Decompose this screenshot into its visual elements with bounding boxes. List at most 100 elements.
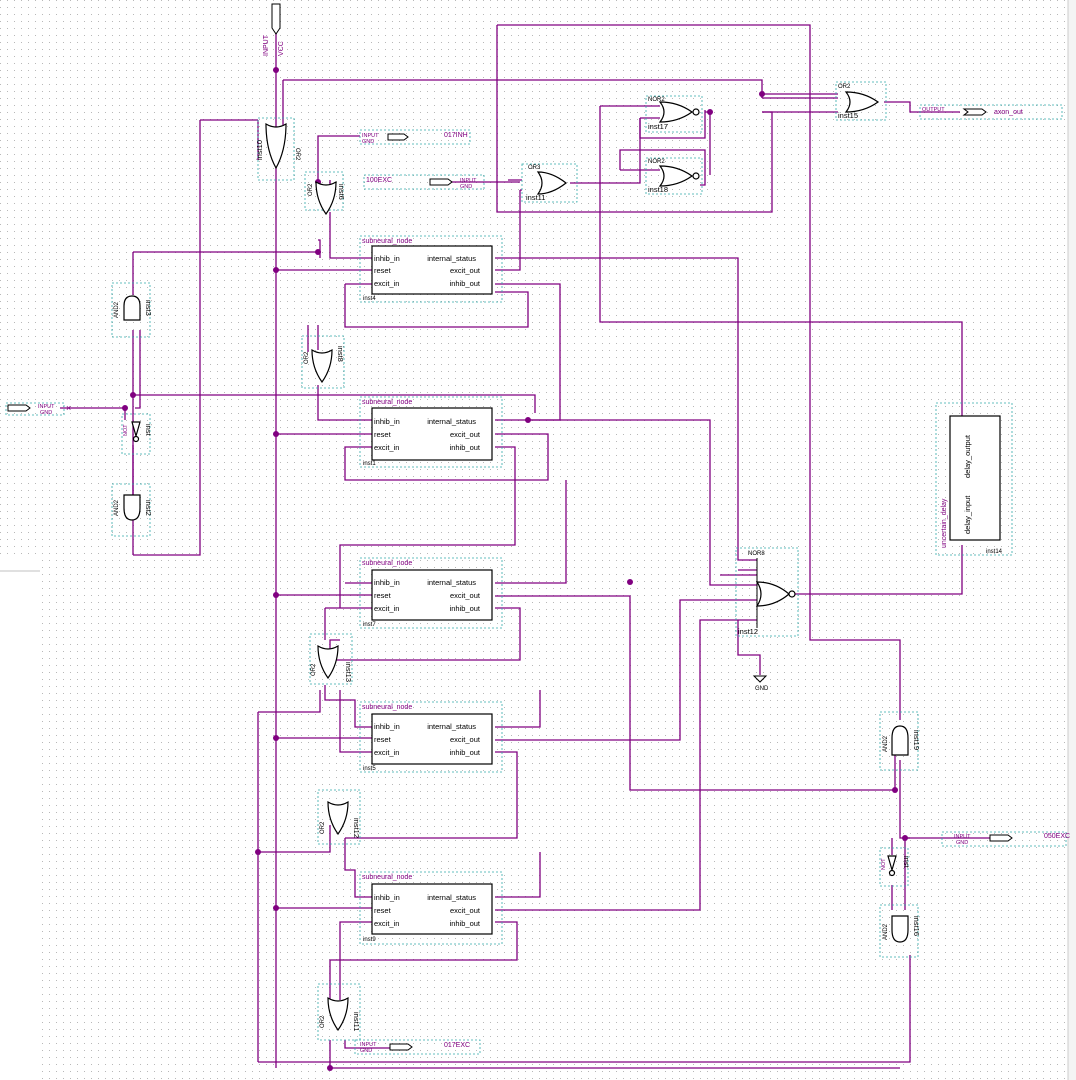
or-inst10-instance: inst10: [255, 140, 264, 160]
port-inhib-in: inhib_in: [374, 893, 400, 902]
port-excit-out: excit_out: [450, 735, 481, 744]
or-inst15-type: OR2: [838, 84, 851, 90]
port-internal-status: internal_status: [427, 417, 476, 426]
017inh-value: GND: [362, 139, 374, 145]
and-inst16-instance: inst16: [912, 916, 921, 936]
port-excit-in: excit_in: [374, 748, 399, 757]
not-left-type: NOT: [123, 424, 129, 436]
nor-gate-inst18[interactable]: NOR2 inst18: [645, 157, 703, 195]
port-inhib-out: inhib_out: [450, 919, 481, 928]
port-inhib-out: inhib_out: [450, 443, 481, 452]
module-type-label: subneural_node: [362, 704, 412, 711]
subneural-node-inst7[interactable]: subneural_node inhib_in reset excit_in i…: [359, 557, 503, 629]
port-reset: reset: [374, 591, 392, 600]
top-input-pin[interactable]: INPUT VCC: [263, 3, 285, 56]
or-inst8-instance: inst8: [336, 346, 345, 362]
port-reset: reset: [374, 266, 392, 275]
module-instance: inst1: [363, 461, 376, 467]
or-inst12-instance: inst12: [352, 818, 361, 838]
port-excit-in: excit_in: [374, 443, 399, 452]
nor-inst18-type: NOR2: [648, 159, 665, 165]
module-type-label: subneural_node: [362, 399, 412, 406]
gnd-label: GND: [755, 686, 769, 692]
port-excit-out: excit_out: [450, 591, 481, 600]
module-type-label: subneural_node: [362, 238, 412, 245]
port-excit-in: excit_in: [374, 279, 399, 288]
port-inhib-in: inhib_in: [374, 254, 400, 263]
port-excit-out: excit_out: [450, 266, 481, 275]
nor-inst12-instance: inst12: [738, 627, 758, 636]
017exc-value: GND: [360, 1048, 372, 1054]
port-reset: reset: [374, 735, 392, 744]
not-gate-left[interactable]: NOT inst: [121, 413, 153, 455]
left-input-kind: INPUT: [38, 404, 55, 410]
or-gate-inst8[interactable]: OR2 inst8: [301, 335, 345, 389]
and-gate-inst16[interactable]: AND2 inst16: [879, 904, 921, 958]
or-gate-inst12-left[interactable]: OR2 inst12: [317, 789, 361, 845]
delay-output-port: delay_output: [963, 434, 972, 478]
or-inst6-instance: inst6: [337, 184, 346, 200]
top-input-kind: INPUT: [263, 34, 270, 56]
or-inst12-type: OR2: [320, 821, 326, 834]
port-inhib-out: inhib_out: [450, 604, 481, 613]
not-left-instance: inst: [144, 424, 153, 437]
uncertain-delay-inst14[interactable]: uncertain_delay delay_input delay_output…: [935, 402, 1013, 556]
and-inst19-type: AND2: [883, 735, 889, 752]
and-inst2-type: AND2: [114, 499, 120, 516]
or-inst6-type: OR2: [308, 183, 314, 196]
output-axon-out[interactable]: OUTPUT axon_out: [919, 104, 1063, 120]
subneural-node-inst4[interactable]: subneural_node inhib_in reset excit_in i…: [359, 235, 503, 303]
or-inst11-instance: inst11: [352, 1012, 361, 1031]
or-inst11-top-type: OR3: [528, 165, 541, 171]
module-instance: inst9: [363, 937, 376, 943]
or-gate-inst13[interactable]: OR2 inst13: [309, 633, 353, 685]
and-gate-inst19[interactable]: AND2 inst19: [879, 711, 921, 771]
input-left[interactable]: INPUT GND ×: [5, 402, 71, 416]
or-gate-inst10[interactable]: OR2 inst10: [255, 117, 300, 181]
wires: [60, 20, 1000, 1069]
input-017exc[interactable]: INPUT GND 017EXC: [354, 1039, 481, 1055]
or-inst11-top-instance: inst11: [526, 193, 545, 202]
and-gate-inst3[interactable]: AND2 inst3: [111, 282, 153, 338]
input-100exc[interactable]: 100EXC INPUT GND: [363, 174, 485, 190]
port-inhib-in: inhib_in: [374, 417, 400, 426]
not-right-instance: inst: [902, 856, 911, 869]
axon-out-name: axon_out: [994, 109, 1023, 116]
delay-input-port: delay_input: [963, 495, 972, 534]
nor-inst17-type: NOR2: [648, 97, 665, 103]
not-gate-right[interactable]: NOT inst: [879, 847, 911, 887]
port-internal-status: internal_status: [427, 578, 476, 587]
input-050exc[interactable]: INPUT GND 050EXC: [941, 831, 1070, 847]
100exc-kind: INPUT: [460, 178, 477, 184]
port-reset: reset: [374, 430, 392, 439]
and-inst19-instance: inst19: [912, 730, 921, 750]
or-gate-inst6[interactable]: OR2 inst6: [304, 171, 346, 216]
017exc-name: 017EXC: [444, 1042, 470, 1049]
and-gate-inst2[interactable]: AND2 inst2: [111, 483, 153, 537]
subneural-node-inst1[interactable]: subneural_node inhib_in reset excit_in i…: [359, 396, 503, 468]
or-gate-inst15[interactable]: OR2 inst15: [835, 81, 887, 121]
or-inst8-type: OR2: [304, 351, 310, 364]
or-gate-inst11-top[interactable]: OR3 inst11: [521, 163, 578, 203]
port-internal-status: internal_status: [427, 893, 476, 902]
or-gate-inst11-bottom[interactable]: OR2 inst11: [317, 983, 361, 1041]
port-excit-out: excit_out: [450, 906, 481, 915]
or-inst13-instance: inst13: [344, 662, 353, 682]
delay-type-label: uncertain_delay: [941, 498, 948, 548]
module-instance: inst5: [363, 766, 376, 772]
module-type-label: subneural_node: [362, 874, 412, 881]
port-reset: reset: [374, 906, 392, 915]
subneural-node-inst5[interactable]: subneural_node inhib_in reset excit_in i…: [359, 701, 503, 773]
subneural-node-inst9[interactable]: subneural_node inhib_in reset excit_in i…: [359, 871, 503, 945]
port-internal-status: internal_status: [427, 254, 476, 263]
axon-out-kind: OUTPUT: [922, 107, 945, 113]
nor-gate-inst12-big[interactable]: NOR8 inst12: [735, 547, 799, 637]
100exc-value: GND: [460, 184, 472, 190]
nor-inst17-instance: inst17: [648, 122, 668, 131]
and-inst3-type: AND2: [114, 301, 120, 318]
input-017inh[interactable]: INPUT GND 017INH: [359, 129, 471, 145]
nor-gate-inst17[interactable]: NOR2 inst17: [645, 95, 703, 133]
or-inst15-instance: inst15: [838, 111, 858, 120]
